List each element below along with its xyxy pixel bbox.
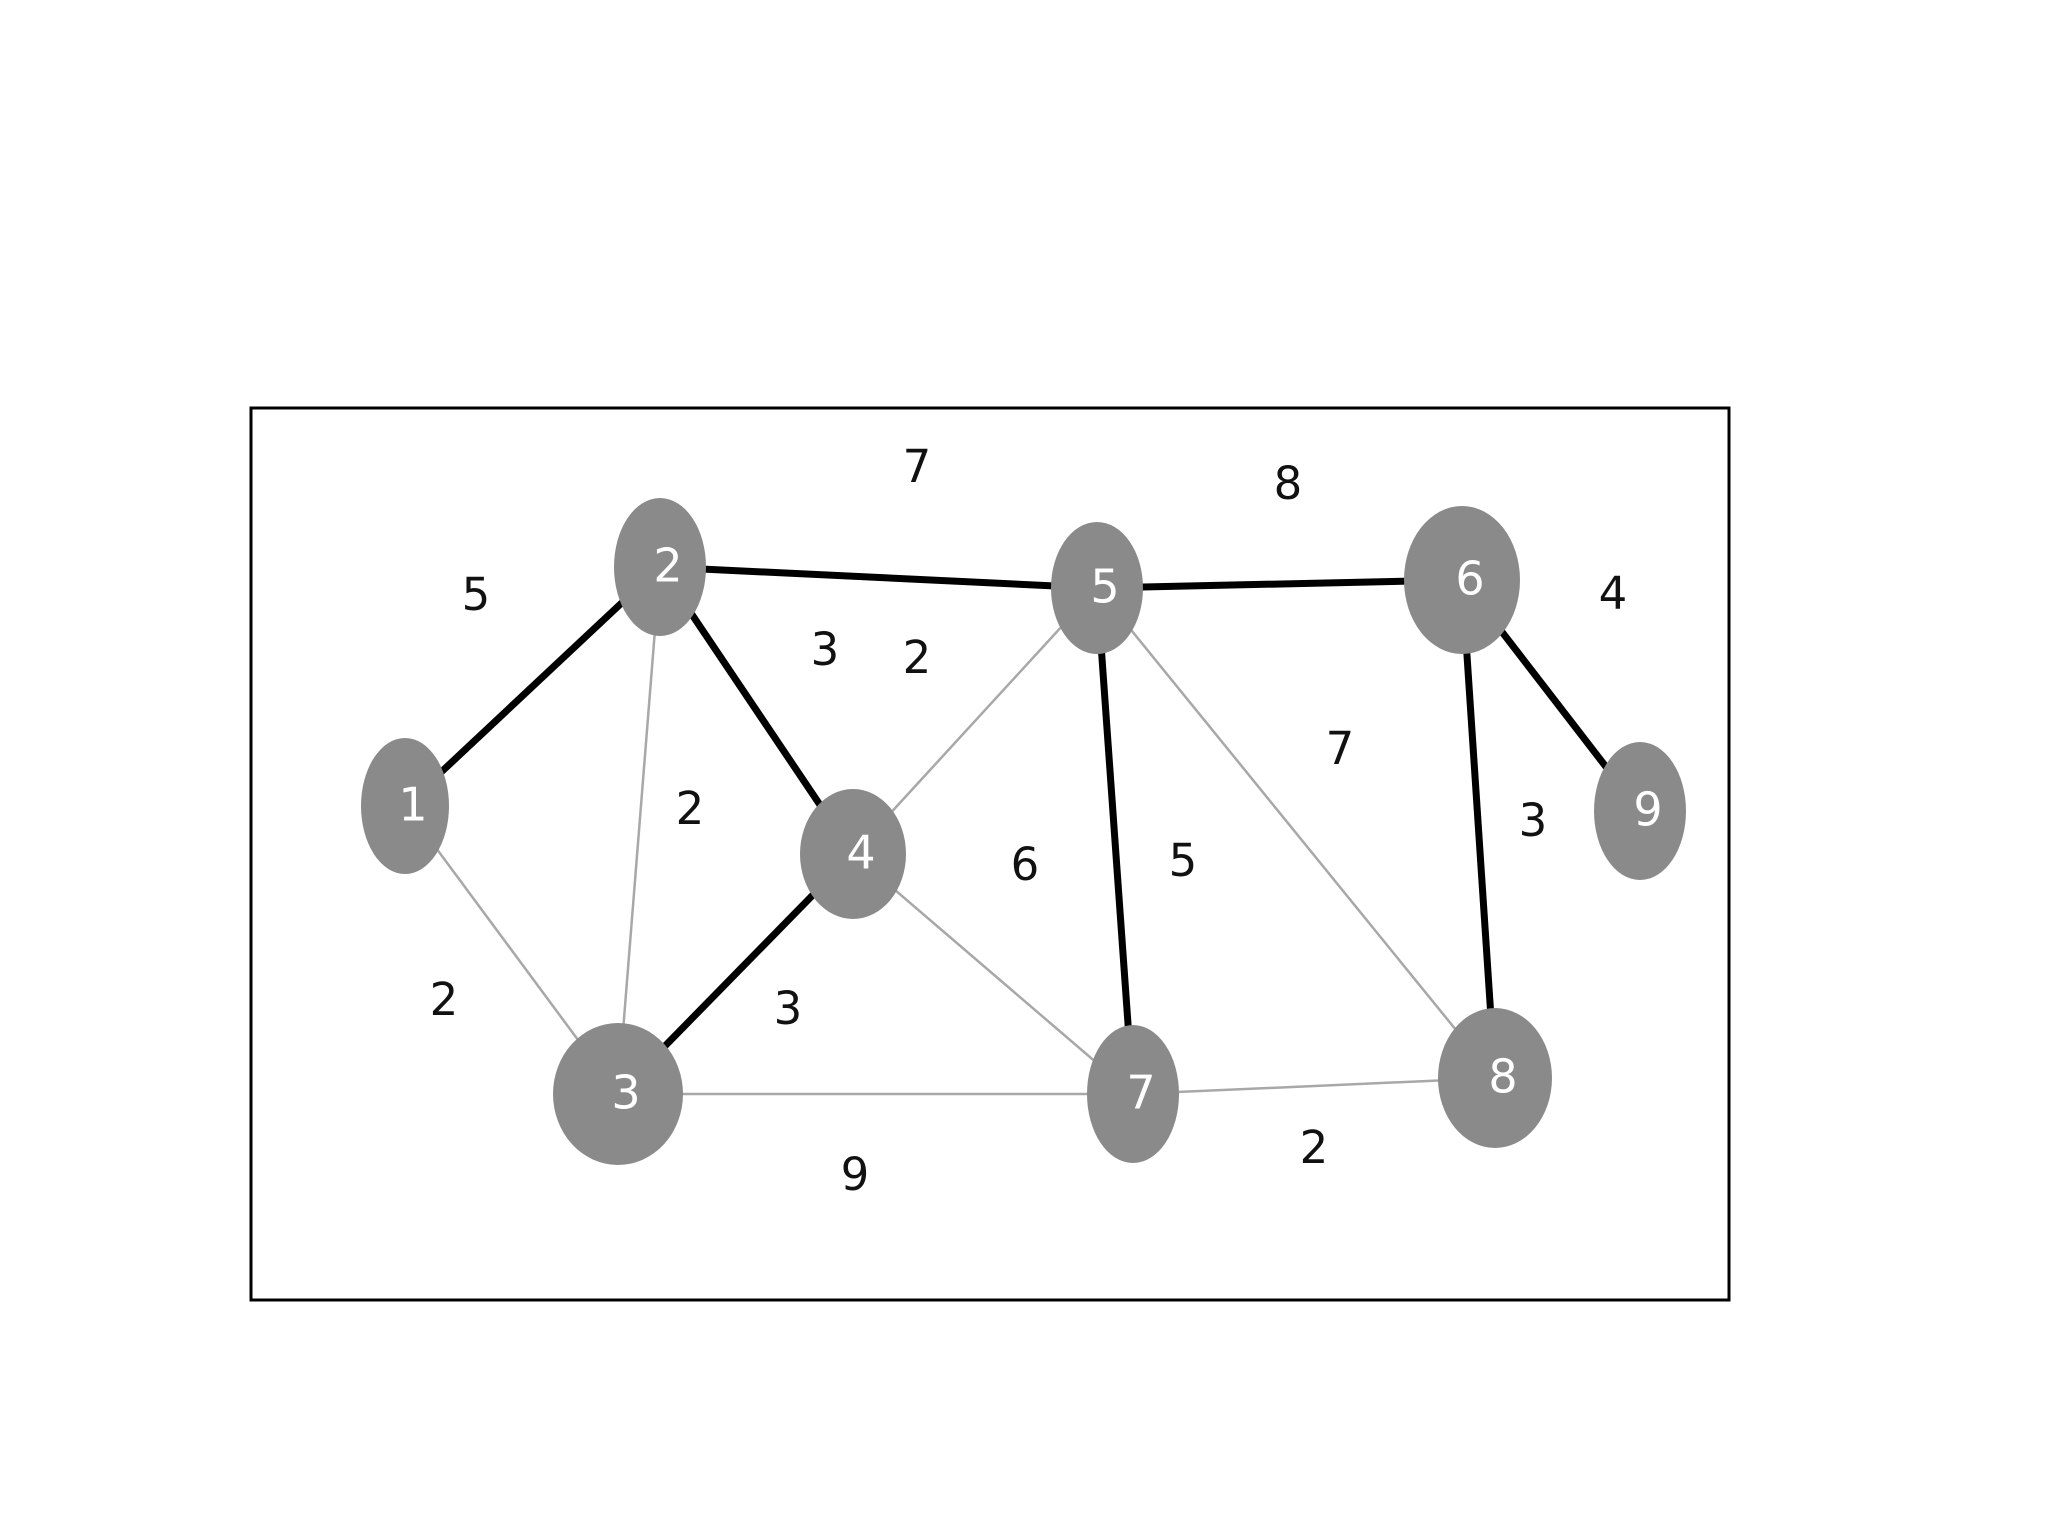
edge-weight-5-6: 8 (1274, 457, 1303, 510)
edge-weight-3-4: 3 (774, 982, 803, 1035)
node-label-7: 7 (1126, 1066, 1155, 1120)
node-label-6: 6 (1455, 552, 1484, 606)
node-circle-6 (1404, 506, 1520, 654)
edge-2-3 (616, 566, 662, 1095)
edge-1-2 (402, 564, 663, 809)
diagram-frame (249, 406, 1731, 1302)
node-circle-1 (361, 738, 449, 874)
edge-weight-3-7: 9 (841, 1148, 870, 1201)
node-6: 6 (1404, 506, 1520, 654)
node-label-3: 3 (611, 1066, 640, 1120)
edge-weight-4-5: 2 (903, 631, 932, 684)
node-circle-5 (1051, 522, 1143, 654)
edge-weight-1-2: 5 (462, 568, 491, 621)
edge-2-5 (659, 563, 1098, 592)
node-5: 5 (1051, 522, 1143, 654)
edge-weight-1-3: 2 (430, 973, 459, 1026)
node-1: 1 (361, 738, 449, 874)
node-circle-3 (553, 1023, 683, 1165)
node-4: 4 (800, 789, 906, 919)
node-label-8: 8 (1488, 1050, 1517, 1104)
node-circle-2 (614, 498, 706, 636)
node-circle-4 (800, 789, 906, 919)
weights-layer: 5 2 2 3 7 3 9 2 6 8 5 7 3 4 2 (430, 440, 1628, 1201)
node-label-5: 5 (1090, 560, 1119, 614)
edge-weight-2-3: 2 (676, 782, 705, 835)
edge-weight-5-8: 7 (1326, 722, 1355, 775)
nodes-layer: 1 2 3 4 5 6 7 8 9 (361, 498, 1686, 1165)
edge-5-6 (1096, 576, 1463, 592)
edge-weight-2-4: 3 (811, 623, 840, 676)
edge-6-8 (1458, 579, 1499, 1079)
edge-weight-4-7: 6 (1011, 838, 1040, 891)
edge-weight-6-8: 3 (1519, 794, 1548, 847)
edge-weight-5-7: 5 (1169, 834, 1198, 887)
node-circle-9 (1594, 742, 1686, 880)
node-label-4: 4 (846, 826, 875, 880)
edge-5-8 (1096, 587, 1496, 1079)
node-circle-8 (1438, 1008, 1552, 1148)
edge-4-7 (852, 853, 1134, 1095)
node-8: 8 (1438, 1008, 1552, 1148)
edge-5-7 (1093, 587, 1137, 1095)
edge-4-5 (852, 587, 1098, 855)
node-label-2: 2 (653, 539, 682, 593)
node-circle-7 (1087, 1025, 1179, 1163)
edge-weight-7-8: 2 (1300, 1121, 1329, 1174)
node-label-9: 9 (1633, 783, 1662, 837)
node-9: 9 (1594, 742, 1686, 880)
node-label-1: 1 (398, 778, 427, 832)
node-7: 7 (1087, 1025, 1179, 1163)
node-3: 3 (553, 1023, 683, 1165)
edge-weight-2-5: 7 (903, 440, 932, 493)
node-2: 2 (614, 498, 706, 636)
edge-7-8 (1132, 1076, 1496, 1096)
edge-weight-6-9: 4 (1599, 567, 1628, 620)
